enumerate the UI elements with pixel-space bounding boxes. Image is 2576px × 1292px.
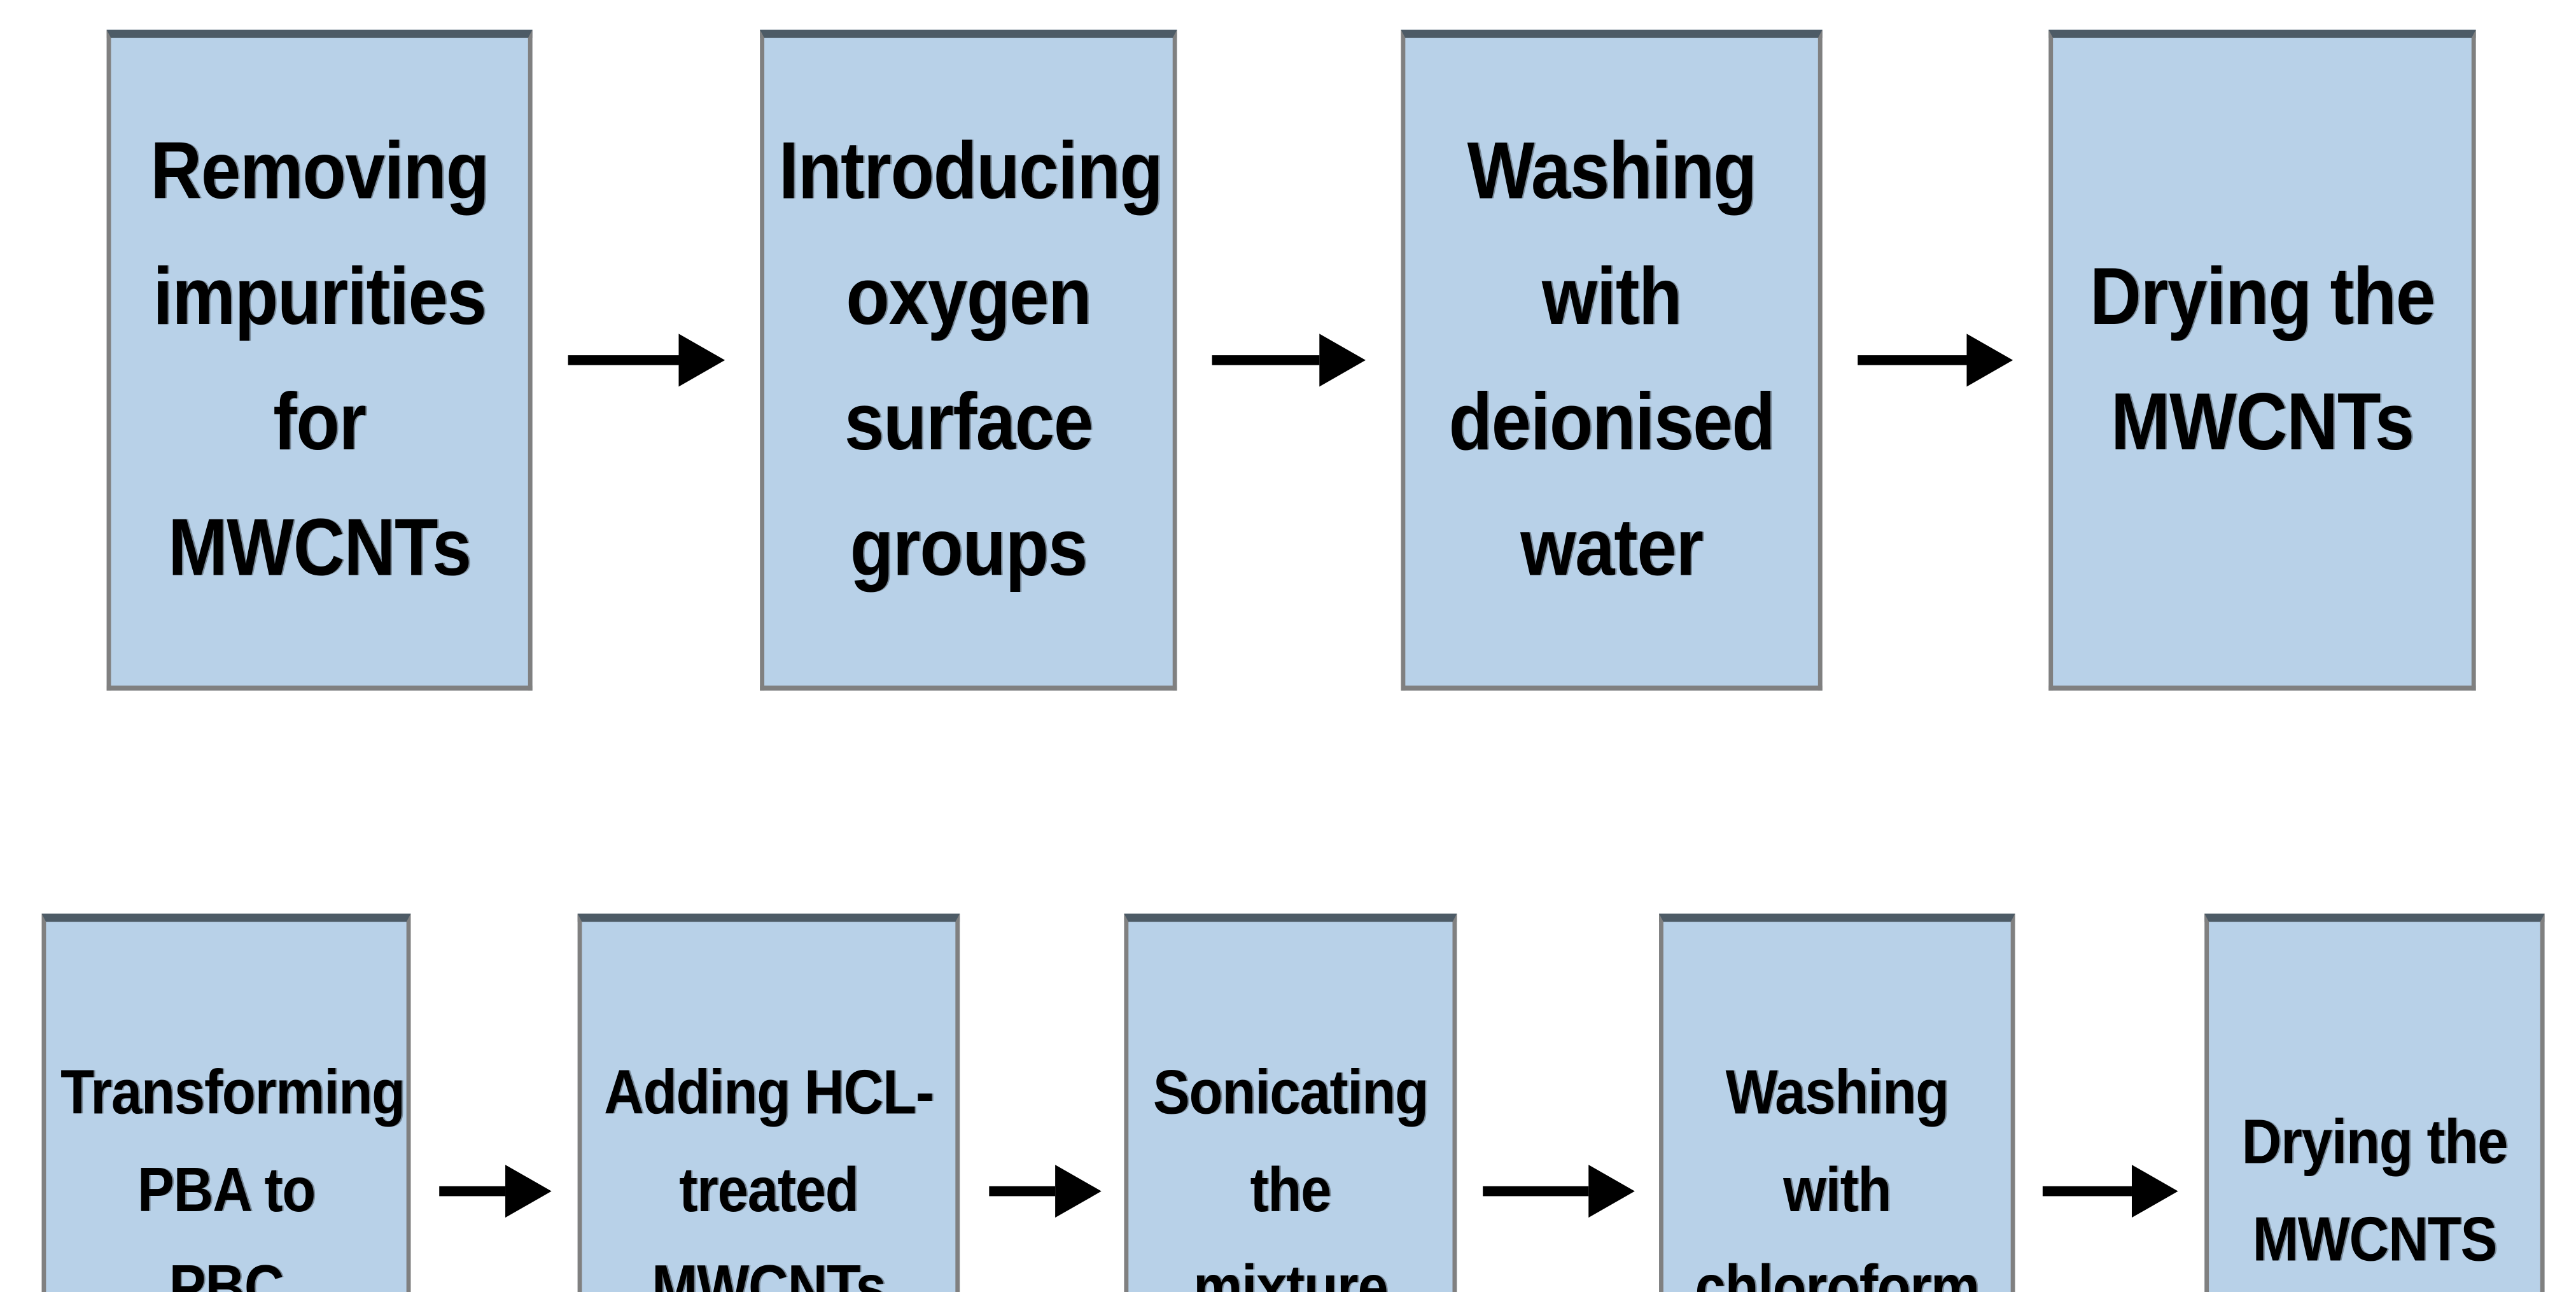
process-step-b4[interactable]: Washing with chloroform bbox=[1659, 913, 2015, 1292]
process-step-b2-label: Adding HCL-treated MWCNTs bbox=[582, 1046, 955, 1292]
process-step-b3-label: Sonicating the mixture bbox=[1128, 1046, 1452, 1292]
process-step-a2-line2: surface groups bbox=[844, 378, 1093, 593]
process-step-a3[interactable]: Washing with deionised water bbox=[1401, 29, 1823, 691]
process-step-b3[interactable]: Sonicating the mixture bbox=[1124, 913, 1457, 1292]
process-step-b1[interactable]: Transforming PBA to PBC bbox=[41, 913, 411, 1292]
connector-a1-a2-shaft bbox=[568, 355, 679, 365]
connector-a3-a4-shaft bbox=[1858, 355, 1967, 365]
connector-b2-b3-shaft bbox=[989, 1186, 1056, 1197]
caption-panel-a: (a) Covalent functionalisation bbox=[869, 727, 2576, 832]
arrow-right-icon bbox=[505, 1165, 552, 1218]
arrow-right-icon bbox=[678, 334, 725, 387]
process-step-a3-label: Washing with deionised water bbox=[1405, 111, 1818, 613]
connector-a2-a3-shaft bbox=[1212, 355, 1320, 365]
process-step-a1-line2: for MWCNTs bbox=[168, 378, 472, 593]
process-step-b4-label: Washing with chloroform bbox=[1663, 1046, 2011, 1292]
connector-b3-b4 bbox=[1483, 1165, 1635, 1218]
connector-b1-b2 bbox=[439, 1165, 552, 1218]
arrow-right-icon bbox=[1319, 334, 1366, 387]
connector-b1-b2-shaft bbox=[439, 1186, 506, 1197]
arrow-right-icon bbox=[1966, 334, 2013, 387]
process-step-a4[interactable]: Drying the MWCNTs bbox=[2048, 29, 2476, 691]
process-step-a1-line1: Removing impurities bbox=[150, 127, 489, 342]
connector-a3-a4 bbox=[1858, 334, 2013, 387]
process-step-a4-label: Drying the MWCNTs bbox=[2053, 236, 2472, 487]
process-step-b2-line1: Adding HCL-treated bbox=[604, 1059, 934, 1226]
process-step-b2-line2: MWCNTs bbox=[652, 1254, 886, 1292]
process-step-a3-line2: deionised water bbox=[1448, 378, 1775, 593]
process-step-b3-line2: mixture bbox=[1193, 1254, 1389, 1292]
connector-b3-b4-shaft bbox=[1483, 1186, 1589, 1197]
process-step-b3-line1: Sonicating the bbox=[1152, 1059, 1429, 1226]
process-step-a4-line1: Drying the MWCNTs bbox=[2090, 253, 2435, 468]
connector-b2-b3 bbox=[989, 1165, 1102, 1218]
arrow-right-icon bbox=[1588, 1165, 1635, 1218]
process-step-b2[interactable]: Adding HCL-treated MWCNTs bbox=[577, 913, 960, 1292]
process-step-b1-line1: Transforming PBA to bbox=[60, 1059, 405, 1226]
figure-canvas: Removing impurities for MWCNTs Introduci… bbox=[41, 29, 2545, 1292]
connector-b4-b5 bbox=[2042, 1165, 2178, 1218]
process-step-b4-line1: Washing with bbox=[1725, 1059, 1949, 1226]
process-step-b5-line1: Drying the MWCNTS bbox=[2241, 1107, 2509, 1275]
arrow-right-icon bbox=[1055, 1165, 1102, 1218]
process-step-a1[interactable]: Removing impurities for MWCNTs bbox=[106, 29, 533, 691]
process-step-a1-label: Removing impurities for MWCNTs bbox=[111, 111, 528, 613]
connector-b4-b5-shaft bbox=[2042, 1186, 2132, 1197]
connector-a2-a3 bbox=[1212, 334, 1366, 387]
process-step-b1-line2: PBC bbox=[169, 1254, 284, 1292]
process-step-a2[interactable]: Introducing oxygen surface groups bbox=[760, 29, 1177, 691]
process-step-b5-label: Drying the MWCNTS bbox=[2209, 1095, 2540, 1289]
connector-a1-a2 bbox=[568, 334, 725, 387]
process-step-a2-line1: Introducing oxygen bbox=[778, 127, 1163, 342]
process-step-a2-label: Introducing oxygen surface groups bbox=[764, 111, 1173, 613]
process-step-b1-label: Transforming PBA to PBC bbox=[46, 1046, 406, 1292]
arrow-right-icon bbox=[2131, 1165, 2178, 1218]
process-step-b4-line2: chloroform bbox=[1695, 1254, 1980, 1292]
process-step-a3-line1: Washing with bbox=[1467, 127, 1757, 342]
process-step-b5[interactable]: Drying the MWCNTS bbox=[2204, 913, 2545, 1292]
